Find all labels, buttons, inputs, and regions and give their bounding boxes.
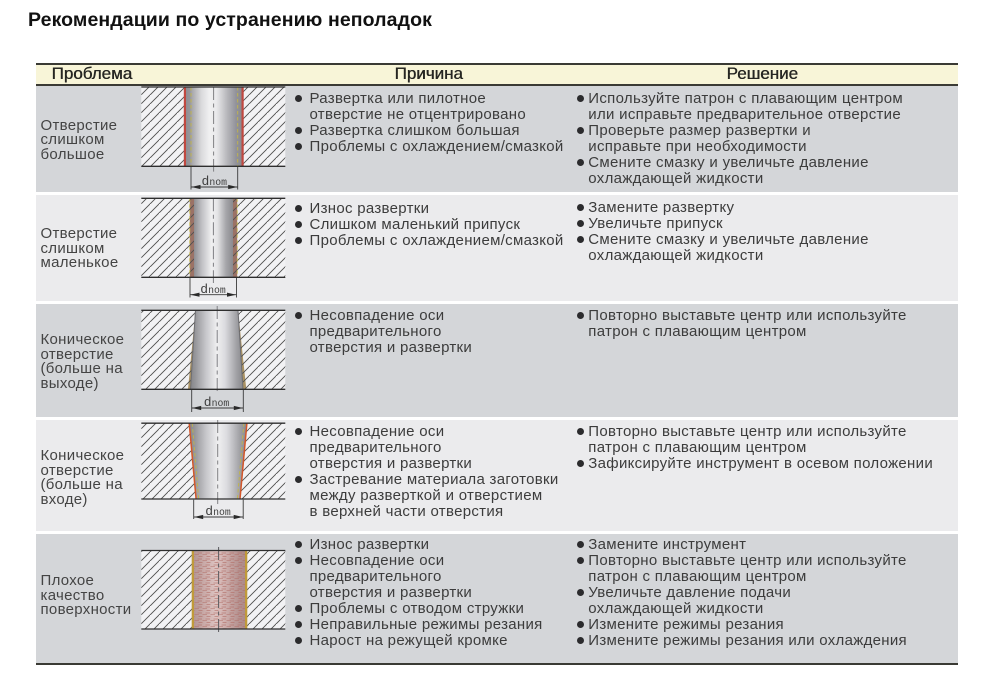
svg-text:dnom: dnom [204, 395, 230, 410]
svg-text:dnom: dnom [205, 504, 231, 519]
svg-text:dnom: dnom [200, 282, 226, 297]
svg-text:dnom: dnom [202, 174, 228, 189]
